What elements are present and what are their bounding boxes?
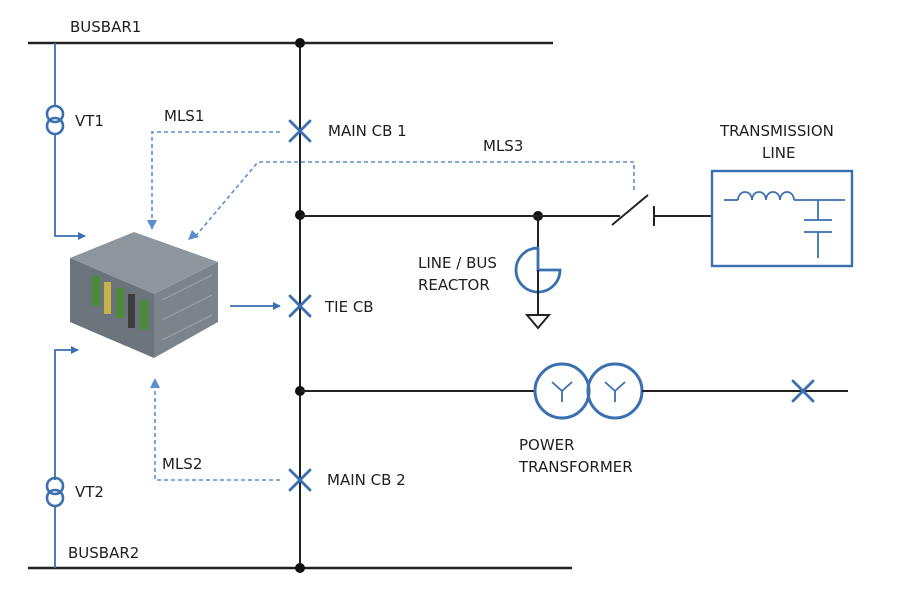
mls2-arrow-icon [150, 378, 160, 388]
mls3-label: MLS3 [483, 137, 523, 155]
tie-cb-symbol [288, 294, 312, 318]
transformer-label-1: POWER [519, 436, 575, 454]
mls1-label: MLS1 [164, 107, 204, 125]
mls1-arrow-icon [147, 220, 157, 230]
busbar1-label: BUSBAR1 [70, 18, 141, 36]
reactor-label-2: REACTOR [418, 276, 490, 294]
node-busbar1 [295, 38, 305, 48]
vt2-label: VT2 [75, 483, 104, 501]
main-cb1-symbol [288, 119, 312, 143]
main-cb2-label: MAIN CB 2 [327, 471, 406, 489]
line-disconnect-switch [611, 194, 649, 226]
power-transformer-symbol [533, 362, 644, 420]
vt2-signal-arrow [54, 346, 79, 480]
transmission-line-label-2: LINE [762, 144, 795, 162]
transmission-line-box [710, 169, 854, 268]
main-cb2-symbol [288, 468, 312, 492]
busbar2-label: BUSBAR2 [68, 544, 139, 562]
transformer-label-2: TRANSFORMER [518, 458, 633, 476]
vt1-symbol [45, 104, 65, 136]
reactor-symbol [514, 216, 562, 330]
vt2-symbol [45, 476, 65, 508]
reactor-label-1: LINE / BUS [418, 254, 497, 272]
transformer-cb-symbol [791, 379, 815, 403]
tie-cb-label: TIE CB [324, 298, 374, 316]
mls2-label: MLS2 [162, 455, 202, 473]
mls1-signal-line [151, 131, 280, 226]
transmission-line-label-1: TRANSMISSION [719, 122, 834, 140]
vt1-signal-arrow [54, 134, 86, 240]
mls3-arrow-icon [188, 230, 199, 240]
main-cb1-label: MAIN CB 1 [328, 122, 407, 140]
ground-icon [524, 314, 552, 330]
node-busbar2 [295, 563, 305, 573]
vt1-label: VT1 [75, 112, 104, 130]
mls2-signal-line [154, 382, 280, 481]
relay-device [70, 232, 218, 358]
mls3-signal-line [193, 161, 635, 239]
